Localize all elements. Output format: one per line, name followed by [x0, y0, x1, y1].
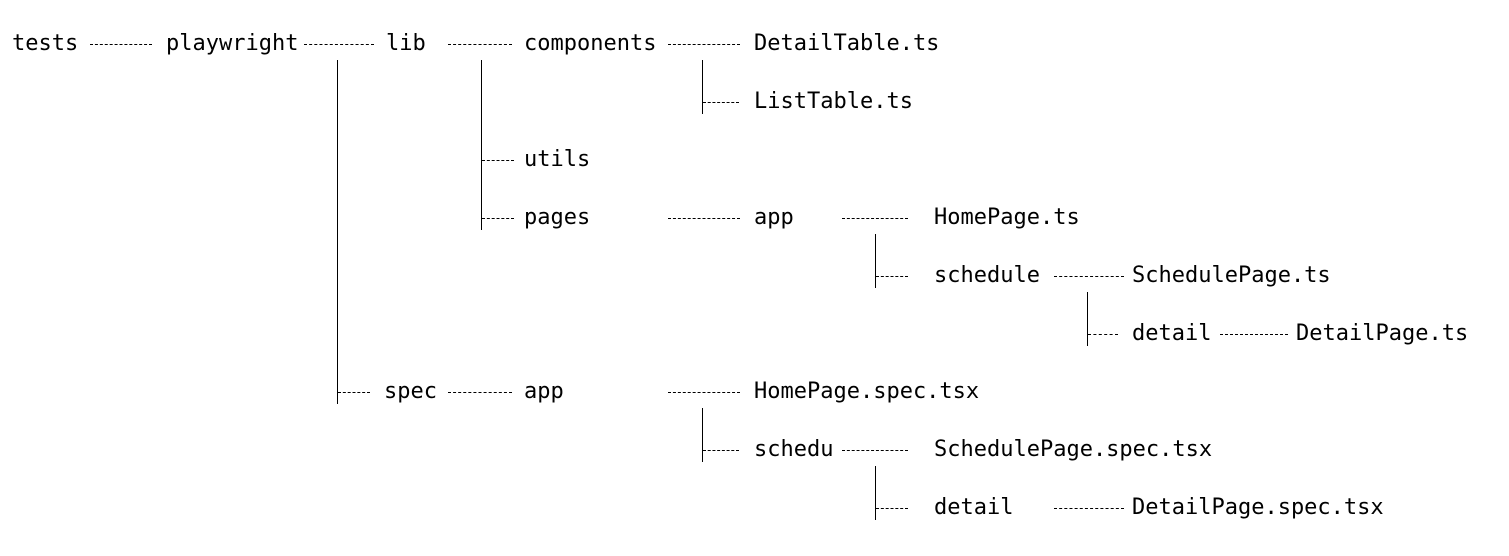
node-spec: spec: [384, 379, 437, 404]
connector-components-listtable: [703, 102, 739, 103]
node-schedu: schedu: [754, 437, 834, 462]
connector-schedu-schedulepagespec: [842, 450, 908, 451]
connector-app-homepage: [842, 218, 908, 219]
node-components: components: [524, 31, 657, 56]
trunk-pages-app: [875, 234, 876, 288]
node-detailpage-ts: DetailPage.ts: [1296, 321, 1469, 346]
trunk-components: [702, 60, 703, 114]
connector-components-detailtable: [668, 44, 740, 45]
connector-schedule-schedulepage: [1054, 276, 1124, 277]
connector-playwright-lib: [304, 44, 374, 45]
connector-app-schedule: [876, 276, 908, 277]
node-listtable-ts: ListTable.ts: [754, 89, 913, 114]
connector-spec-app: [448, 392, 512, 393]
node-spec-detail: detail: [934, 495, 1014, 520]
connector-schedule-detail: [1088, 334, 1118, 335]
node-tests: tests: [12, 31, 79, 56]
node-detailtable-ts: DetailTable.ts: [754, 31, 940, 56]
connector-detail-detailpage: [1220, 334, 1288, 335]
node-pages: pages: [524, 205, 591, 230]
trunk-schedu: [875, 466, 876, 520]
connector-playwright-spec: [338, 392, 370, 393]
node-schedulepage-spec-tsx: SchedulePage.spec.tsx: [934, 437, 1213, 462]
connector-detail-detailpagespec: [1054, 508, 1124, 509]
connector-pages-app: [668, 218, 740, 219]
node-detailpage-spec-tsx: DetailPage.spec.tsx: [1132, 495, 1384, 520]
node-schedule: schedule: [934, 263, 1040, 288]
trunk-schedule: [1087, 292, 1088, 346]
trunk-spec-app: [702, 408, 703, 462]
node-spec-app: app: [524, 379, 564, 404]
trunk-lib: [481, 60, 482, 230]
node-lib: lib: [386, 31, 426, 56]
node-homepage-ts: HomePage.ts: [934, 205, 1080, 230]
connector-tests-playwright: [90, 44, 152, 45]
node-homepage-spec-tsx: HomePage.spec.tsx: [754, 379, 980, 404]
trunk-playwright: [337, 60, 338, 404]
node-schedulepage-ts: SchedulePage.ts: [1132, 263, 1331, 288]
node-detail: detail: [1132, 321, 1212, 346]
connector-lib-utils: [482, 160, 514, 161]
connector-lib-components: [448, 44, 512, 45]
connector-schedu-detail: [876, 508, 908, 509]
node-playwright: playwright: [166, 31, 299, 56]
connector-spec-app-homepagespec: [668, 392, 740, 393]
node-pages-app: app: [754, 205, 794, 230]
connector-lib-pages: [482, 218, 514, 219]
connector-spec-app-schedu: [703, 450, 739, 451]
node-utils: utils: [524, 147, 591, 172]
